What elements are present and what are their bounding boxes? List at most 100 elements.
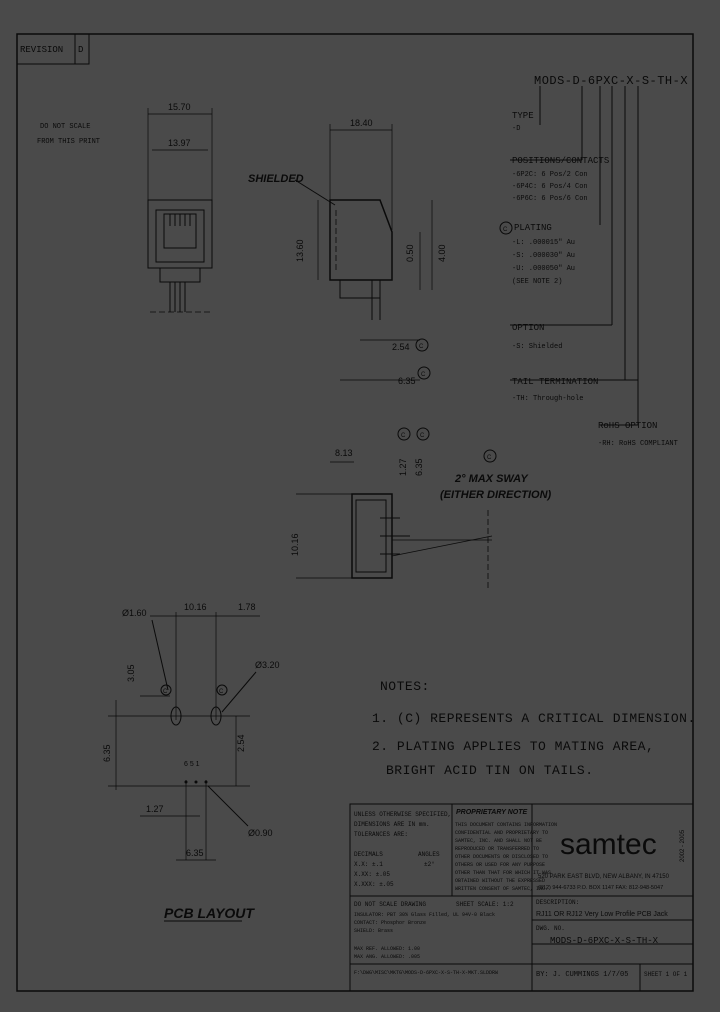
title-block: UNLESS OTHERWISE SPECIFIED, DIMENSIONS A… — [349, 803, 694, 992]
pcb-y2: 6.35 — [102, 744, 112, 762]
dim-height: 13.60 — [295, 239, 305, 262]
front-view: 15.70 13.97 — [147, 102, 213, 313]
svg-text:-S: Shielded: -S: Shielded — [512, 343, 562, 351]
part-number-template: MODS-D-6PXC-X-S-TH-X — [534, 74, 688, 88]
pcb-layout-title: PCB LAYOUT — [164, 905, 255, 921]
svg-text:OBTAINED WITHOUT THE EXPRESSED: OBTAINED WITHOUT THE EXPRESSED — [455, 878, 545, 884]
svg-text:CONFIDENTIAL AND PROPRIETARY T: CONFIDENTIAL AND PROPRIETARY TO — [455, 830, 548, 836]
svg-text:SAMTEC, INC. AND SHALL NOT BE: SAMTEC, INC. AND SHALL NOT BE — [455, 838, 542, 844]
type-value: -D — [512, 125, 520, 133]
svg-text:SHEET SCALE: 1:2: SHEET SCALE: 1:2 — [456, 901, 514, 908]
svg-text:DO NOT SCALE: DO NOT SCALE — [40, 123, 90, 131]
svg-text:OTHERS OR USED FOR ANY PURPOSE: OTHERS OR USED FOR ANY PURPOSE — [455, 862, 545, 868]
note-2b: BRIGHT ACID TIN ON TAILS. — [386, 763, 594, 778]
svg-text:C: C — [219, 689, 224, 695]
notes: NOTES: 1. (C) REPRESENTS A CRITICAL DIME… — [372, 679, 696, 778]
svg-text:OTHER THAN THAT FOR WHICH IT W: OTHER THAN THAT FOR WHICH IT WAS — [455, 870, 551, 876]
svg-text:TOLERANCES ARE:: TOLERANCES ARE: — [354, 831, 408, 838]
svg-text:REPRODUCED OR TRANSFERRED TO: REPRODUCED OR TRANSFERRED TO — [455, 846, 539, 852]
svg-text:FROM THIS PRINT: FROM THIS PRINT — [37, 138, 100, 146]
svg-text:C: C — [421, 372, 426, 378]
svg-text:MAX REF. ALLOWED: 1.00: MAX REF. ALLOWED: 1.00 — [354, 946, 420, 952]
drawn-by: BY: J. CUMMINGS 1/7/05 — [536, 971, 628, 979]
svg-text:-6P6C: 6 Pos/6 Con: -6P6C: 6 Pos/6 Con — [512, 195, 588, 203]
dim-pitch: 2.54 — [392, 342, 410, 352]
plating-header: PLATING — [514, 223, 552, 233]
dim-spacing: 6.35 — [398, 376, 416, 386]
dim-length: 18.40 — [350, 118, 373, 128]
pcb-y3: 2.54 — [236, 734, 246, 752]
dim-width-outer: 15.70 — [168, 102, 191, 112]
revision-label: REVISION — [20, 45, 63, 55]
pcb-y1: 3.05 — [126, 664, 136, 682]
description: RJ11 OR RJ12 Very Low Profile PCB Jack — [536, 911, 668, 918]
samtec-logo: samtec — [560, 828, 657, 861]
revision-value: D — [78, 45, 83, 55]
svg-text:X.XX: ±.05: X.XX: ±.05 — [354, 871, 390, 878]
svg-text:CONTACT: Phosphor Bronze: CONTACT: Phosphor Bronze — [354, 920, 426, 926]
proprietary-title: PROPRIETARY NOTE — [456, 809, 528, 816]
sway-line2: (EITHER DIRECTION) — [440, 489, 552, 501]
svg-text:-U: .000050" Au: -U: .000050" Au — [512, 265, 575, 273]
svg-text:DECIMALS: DECIMALS — [354, 851, 383, 858]
side-view: 18.40 SHIELDED 13.60 0.50 4.00 2.54 C 6.… — [248, 118, 447, 386]
svg-text:SHIELD: Brass: SHIELD: Brass — [354, 928, 393, 934]
svg-text:C: C — [163, 689, 168, 695]
sway-line1: 2° MAX SWAY — [454, 473, 529, 485]
pcb-hole1: Ø1.60 — [122, 608, 147, 618]
svg-text:DO NOT SCALE DRAWING: DO NOT SCALE DRAWING — [354, 901, 426, 908]
svg-text:DWG. NO.: DWG. NO. — [536, 925, 565, 932]
positions-header: POSITIONS/CONTACTS — [512, 156, 609, 166]
svg-text:-RH: RoHS COMPLIANT: -RH: RoHS COMPLIANT — [598, 440, 678, 448]
revision-box: REVISION D — [16, 33, 90, 65]
svg-text:±2°: ±2° — [424, 861, 435, 868]
pcb-pin-marks: 6 5 1 — [184, 761, 200, 768]
note-1: 1. (C) REPRESENTS A CRITICAL DIMENSION. — [372, 711, 696, 726]
svg-text:C: C — [401, 433, 406, 439]
svg-text:DIMENSIONS ARE IN mm.: DIMENSIONS ARE IN mm. — [354, 821, 430, 828]
note-2a: 2. PLATING APPLIES TO MATING AREA, — [372, 739, 654, 754]
top-view: 8.13 1.27 6.35 C C C 2° MAX SWAY (EITHER… — [290, 427, 552, 590]
shielded-label: SHIELDED — [248, 173, 304, 185]
svg-text:X.X: ±.1: X.X: ±.1 — [354, 861, 383, 868]
address-line2: (812) 944-6733 P.O. BOX 1147 FAX: 812-94… — [538, 885, 663, 891]
svg-text:-TH: Through-hole: -TH: Through-hole — [512, 395, 583, 403]
copyright-year: 2002 - 2005 — [680, 829, 686, 862]
svg-text:UNLESS OTHERWISE SPECIFIED,: UNLESS OTHERWISE SPECIFIED, — [354, 811, 451, 818]
dim-width-inner: 13.97 — [168, 138, 191, 148]
dwg-number: MODS-D-6PXC-X-S-TH-X — [550, 936, 659, 946]
ordering-info: TYPE -D POSITIONS/CONTACTS -6P2C: 6 Pos/… — [499, 86, 678, 448]
pcb-hole2: Ø3.20 — [255, 660, 280, 670]
svg-text:C: C — [419, 344, 424, 350]
dim-pin-b: 4.00 — [437, 244, 447, 262]
svg-text:INSULATOR: PBT 30% Glass Fille: INSULATOR: PBT 30% Glass Filled, UL 94V-… — [354, 912, 495, 918]
dim-d1: 8.13 — [335, 448, 353, 458]
pcb-x2: 6.35 — [186, 848, 204, 858]
file-path: F:\DWG\MISC\MKTG\MODS-D-6PXC-X-S-TH-X-MK… — [354, 970, 498, 976]
svg-text:THIS DOCUMENT CONTAINS INFORMA: THIS DOCUMENT CONTAINS INFORMATION — [455, 822, 557, 828]
dim-pin-a: 0.50 — [405, 244, 415, 262]
svg-text:WRITTEN CONSENT OF SAMTEC, INC: WRITTEN CONSENT OF SAMTEC, INC. — [455, 886, 548, 892]
scale-note: DO NOT SCALE FROM THIS PRINT — [37, 123, 100, 146]
option-header: OPTION — [512, 323, 544, 333]
svg-text:-6P2C: 6 Pos/2 Con: -6P2C: 6 Pos/2 Con — [512, 171, 588, 179]
svg-text:-6P4C: 6 Pos/4 Con: -6P4C: 6 Pos/4 Con — [512, 183, 588, 191]
svg-text:DESCRIPTION:: DESCRIPTION: — [536, 899, 579, 906]
pcb-x1: 1.27 — [146, 804, 164, 814]
notes-title: NOTES: — [380, 679, 430, 694]
pcb-hole3: Ø0.90 — [248, 828, 273, 838]
tail-header: TAIL TERMINATION — [512, 377, 598, 387]
address-line1: 520 PARK EAST BLVD, NEW ALBANY, IN 47150 — [538, 874, 670, 880]
svg-text:X.XXX: ±.05: X.XXX: ±.05 — [354, 881, 394, 888]
svg-text:C: C — [487, 455, 492, 461]
svg-text:-L: .000015" Au: -L: .000015" Au — [512, 239, 575, 247]
svg-text:C: C — [420, 433, 425, 439]
pcb-span: 10.16 — [184, 602, 207, 612]
svg-text:OTHER DOCUMENTS OR DISCLOSED T: OTHER DOCUMENTS OR DISCLOSED TO — [455, 854, 548, 860]
sheet-number: SHEET 1 OF 1 — [644, 971, 688, 978]
rohs-header: RoHS OPTION — [598, 421, 657, 431]
svg-text:ANGLES: ANGLES — [418, 851, 440, 858]
type-header: TYPE — [512, 111, 534, 121]
svg-text:(SEE NOTE 2): (SEE NOTE 2) — [512, 278, 562, 286]
